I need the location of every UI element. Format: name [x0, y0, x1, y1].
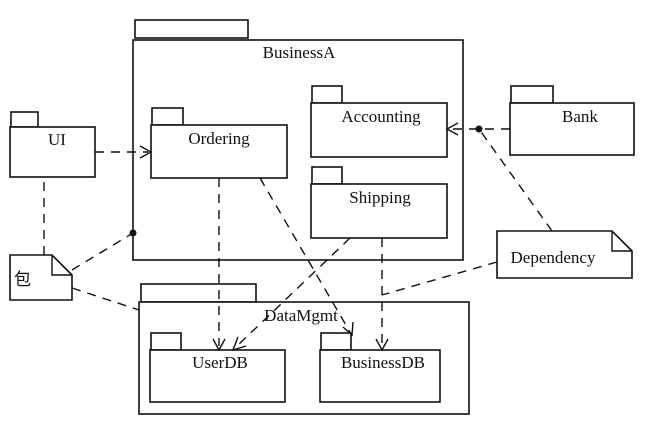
package-ui[interactable]: UI [9, 111, 96, 178]
package-data-mgmt-tab [140, 283, 257, 303]
note-dependency-label: Dependency [511, 248, 596, 267]
package-bank-body [509, 102, 635, 156]
package-business-db-body [319, 349, 441, 403]
note-package-anchor-dot [129, 229, 137, 237]
package-shipping-label: Shipping [349, 188, 411, 207]
note-dependency-shape [496, 230, 633, 279]
dependency-shipping-to-user-db [231, 237, 351, 352]
package-shipping-tab [311, 166, 343, 185]
package-user-db-body [149, 349, 286, 403]
package-accounting-body [310, 102, 448, 158]
note-dependency-anchor-data-mgmt [381, 261, 498, 296]
note-dependency[interactable]: Dependency [496, 230, 633, 279]
dependency-ordering-to-business-db [259, 177, 354, 337]
package-user-db-label: UserDB [192, 353, 248, 372]
note-dependency-anchor-dot [475, 125, 483, 133]
package-business-db-tab [320, 332, 352, 351]
package-shipping-body [310, 183, 448, 239]
package-bank-tab [510, 85, 554, 104]
package-ordering[interactable]: Ordering [150, 107, 288, 179]
dependency-ui-to-ordering [95, 145, 153, 159]
package-ordering-label: Ordering [188, 129, 250, 148]
package-business-a-tab [134, 19, 249, 39]
package-data-mgmt-label: DataMgmt [264, 306, 338, 325]
package-user-db-tab [150, 332, 182, 351]
note-package[interactable]: 包 [9, 254, 73, 301]
package-shipping[interactable]: Shipping [310, 166, 448, 239]
note-package-anchor-data-mgmt [71, 287, 140, 311]
package-bank[interactable]: Bank [509, 85, 635, 156]
package-ui-body [9, 126, 96, 178]
package-ui-label: UI [48, 130, 66, 149]
package-business-a-label: BusinessA [263, 43, 336, 62]
package-accounting[interactable]: Accounting [310, 85, 448, 158]
dependency-shipping-to-business-db [375, 238, 389, 352]
package-user-db[interactable]: UserDB [149, 332, 286, 403]
note-package-fold [51, 255, 72, 276]
package-accounting-tab [311, 85, 343, 104]
package-ordering-tab [151, 107, 184, 126]
note-package-anchor-business-a [71, 232, 134, 271]
package-business-db-label: BusinessDB [341, 353, 425, 372]
dependency-ordering-to-user-db [212, 178, 226, 352]
package-ordering-body [150, 124, 288, 179]
note-dependency-fold [611, 231, 632, 252]
note-package-label: 包 [14, 270, 31, 289]
package-bank-label: Bank [562, 107, 598, 126]
package-accounting-label: Accounting [341, 107, 421, 126]
package-ui-tab [10, 111, 39, 128]
note-package-shape [9, 254, 73, 301]
package-business-db[interactable]: BusinessDB [319, 332, 441, 403]
dependency-bank-to-accounting [445, 122, 510, 136]
note-dependency-anchor-arrow [478, 128, 553, 232]
